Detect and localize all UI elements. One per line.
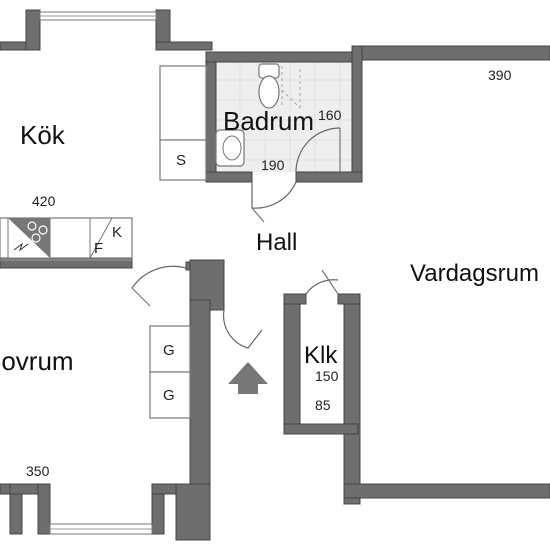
wall-bath-bottom-right [295,171,363,183]
bedroom-wardrobes [149,325,191,419]
room-label-sovrum: Sovrum [0,346,74,376]
wall-bottom-pillar-right [175,483,211,541]
toilet-bowl [258,75,280,109]
wall-bottom-right [343,483,550,499]
wall-closet-left-top [283,293,307,305]
bath-door-swing [251,181,297,209]
wardrobe-1 [149,325,191,373]
symbol-g-2: G [163,387,175,404]
dimension-350: 350 [26,463,50,479]
wall-closet-right [343,293,361,505]
wall-bath-bottom-left [205,171,253,183]
kitchen-fixtures [0,65,207,261]
wardrobe-2 [149,371,191,419]
walls [0,9,550,541]
entry-door-swing [222,309,263,349]
bedroom-door-swing [131,265,187,289]
doors [131,181,339,349]
room-label-klk: Klk [304,342,338,369]
dimension-390: 390 [488,67,512,83]
wall-closet-left [283,293,301,435]
kitchen-cabinet-s [159,139,207,181]
wall-closet-bottom [283,423,359,435]
bathroom-door-swing [295,127,341,173]
wall-closet-right-top [337,293,361,305]
symbol-s: S [176,152,186,169]
room-label-kok: Kök [20,120,66,150]
wall-top-mid [155,41,213,51]
dimension-160: 160 [318,107,342,123]
entry-arrow [228,362,268,394]
sink [215,129,245,167]
bathroom-fixtures [215,63,341,173]
room-label-hall: Hall [256,229,297,256]
wall-bath-top [205,51,357,63]
wall-top-right [351,45,550,61]
symbol-g-1: G [163,342,175,359]
shower-area [281,66,301,109]
wall-bottom-win-left [37,483,51,535]
room-label-badrum: Badrum [223,106,314,136]
wall-top-pillar-left [25,9,41,51]
dimension-420: 420 [32,193,56,209]
wall-bedroom-right [189,299,211,501]
dimension-85: 85 [315,397,331,413]
dimension-190: 190 [261,157,285,173]
symbol-f: F [94,240,103,257]
room-label-vardagsrum: Vardagsrum [410,260,539,287]
wall-bath-right [351,45,363,183]
dimension-150: 150 [315,368,339,384]
kitchen-cabinet-tall [159,65,207,141]
closet-door-swing [305,279,339,295]
symbol-k: K [112,224,122,241]
wall-bath-left [205,51,217,183]
